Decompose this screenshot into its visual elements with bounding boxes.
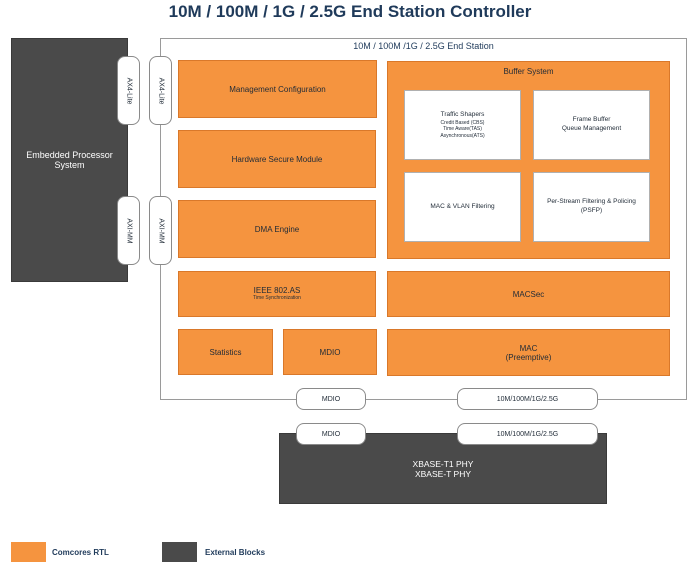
axi-mm-port-processor-label: AXI-MM <box>125 217 132 244</box>
axi-mm-port-station: AXI-MM <box>149 196 172 265</box>
xbase-t1-phy-label: XBASE-T1 PHY <box>412 458 474 469</box>
statistics-block: Statistics <box>178 329 273 375</box>
macsec-label: MACSec <box>512 289 545 299</box>
queue-management-label: Queue Management <box>561 125 622 132</box>
axi-lite-port-processor: AX4-Lite <box>117 56 140 125</box>
frame-buffer-block: Frame Buffer Queue Management <box>533 90 650 160</box>
management-configuration-label: Management Configuration <box>229 84 326 94</box>
psfp-label: Per-Stream Filtering & Policing <box>547 198 636 206</box>
legend-label-external: External Blocks <box>205 548 266 557</box>
tas-label: Time Aware(TAS) <box>443 126 482 133</box>
preemptive-label: (Preemptive) <box>505 352 552 362</box>
speed-pill-phy: 10M/100M/1G/2.5G <box>457 423 598 445</box>
mdio-label: MDIO <box>319 347 341 357</box>
axi-mm-port-processor: AXI-MM <box>117 196 140 265</box>
mdio-pill-phy-label: MDIO <box>321 430 341 438</box>
ats-label: Asynchronous(ATS) <box>440 132 485 139</box>
mac-vlan-filtering-label: MAC & VLAN Filtering <box>430 202 495 210</box>
mdio-pill-station: MDIO <box>296 388 366 410</box>
traffic-shapers-block: Traffic Shapers Credit Based (CBS) Time … <box>404 90 521 160</box>
axi-lite-port-processor-label: AX4-Lite <box>125 77 132 104</box>
axi-lite-port-station-label: AX4-Lite <box>157 77 164 104</box>
hardware-secure-module-block: Hardware Secure Module <box>178 130 376 188</box>
time-sync-label: Time Synchronization <box>253 295 301 302</box>
speed-pill-phy-label: 10M/100M/1G/2.5G <box>496 430 559 438</box>
mdio-pill-station-label: MDIO <box>321 395 341 403</box>
traffic-shapers-label: Traffic Shapers <box>440 110 485 118</box>
macsec-block: MACSec <box>387 271 670 317</box>
legend-swatch-external <box>162 542 197 562</box>
embedded-processor-block: Embedded Processor System <box>11 38 128 282</box>
axi-mm-port-station-label: AXI-MM <box>157 217 164 244</box>
legend-label-comcores: Comcores RTL <box>52 548 109 557</box>
mac-label: MAC <box>519 343 538 353</box>
mac-preemptive-block: MAC (Preemptive) <box>387 329 670 376</box>
end-station-label: 10M / 100M /1G / 2.5G End Station <box>353 41 494 51</box>
embedded-processor-label: Embedded Processor System <box>26 150 113 170</box>
hardware-secure-module-label: Hardware Secure Module <box>231 154 323 164</box>
mac-vlan-filtering-block: MAC & VLAN Filtering <box>404 172 521 242</box>
mdio-block: MDIO <box>283 329 377 375</box>
ieee-802-as-block: IEEE 802.AS Time Synchronization <box>178 271 376 317</box>
statistics-label: Statistics <box>209 347 242 357</box>
psfp-abbrev-label: (PSFP) <box>580 207 603 214</box>
speed-pill-station: 10M/100M/1G/2.5G <box>457 388 598 410</box>
psfp-block: Per-Stream Filtering & Policing (PSFP) <box>533 172 650 242</box>
cbs-label: Credit Based (CBS) <box>440 119 485 126</box>
management-configuration-block: Management Configuration <box>178 60 377 118</box>
axi-lite-port-station: AX4-Lite <box>149 56 172 125</box>
buffer-system-label: Buffer System <box>503 67 554 76</box>
mdio-pill-phy: MDIO <box>296 423 366 445</box>
speed-pill-station-label: 10M/100M/1G/2.5G <box>496 395 559 403</box>
dma-engine-block: DMA Engine <box>178 200 376 258</box>
legend-swatch-comcores <box>11 542 46 562</box>
dma-engine-label: DMA Engine <box>254 224 300 234</box>
ieee-802-as-label: IEEE 802.AS <box>253 286 301 296</box>
xbase-t-phy-label: XBASE-T PHY <box>414 468 472 479</box>
frame-buffer-label: Frame Buffer <box>572 116 611 124</box>
diagram-title: 10M / 100M / 1G / 2.5G End Station Contr… <box>168 2 532 21</box>
